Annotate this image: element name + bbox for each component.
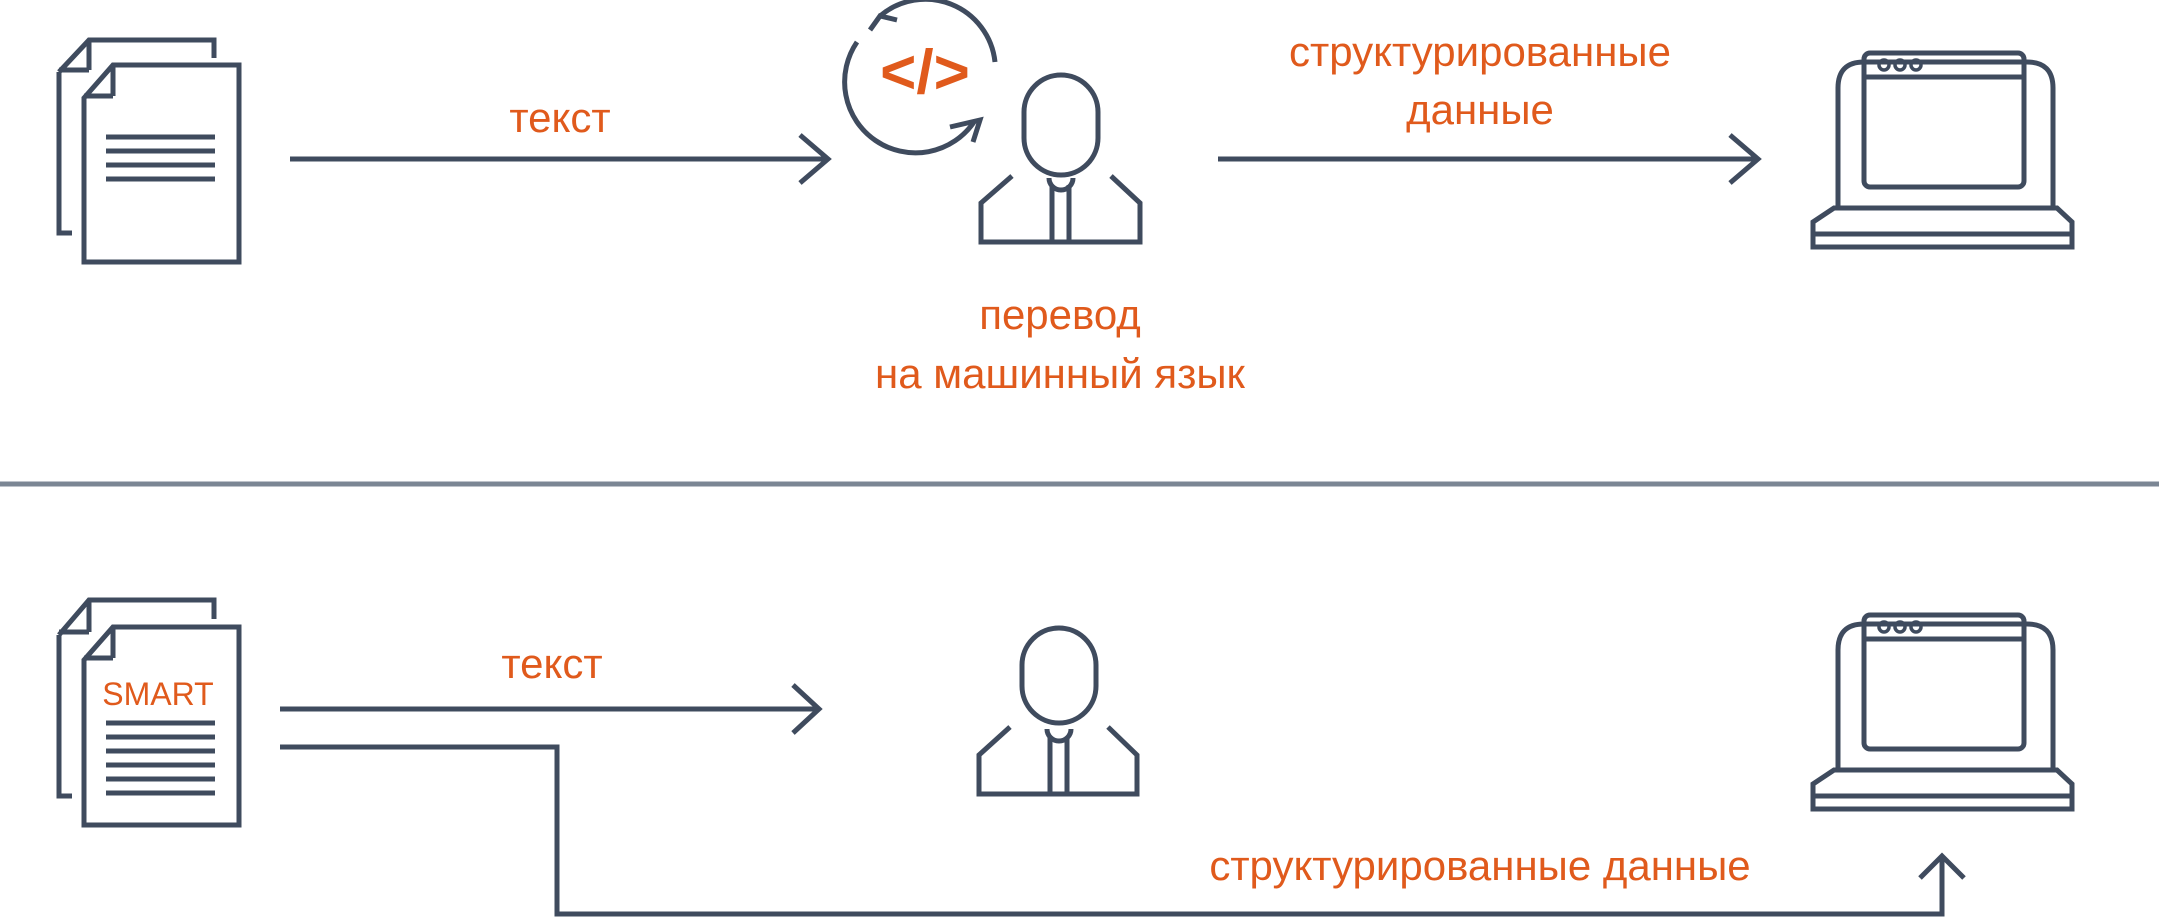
documents-icon <box>56 37 242 265</box>
code-refresh-icon <box>842 0 998 156</box>
arrow-text-top <box>290 133 832 185</box>
label-structured-bottom: структурированные данные <box>1209 842 1751 889</box>
code-symbol: </> <box>880 38 970 107</box>
caption-translation-line1: перевод <box>979 291 1141 338</box>
smart-documents-icon <box>56 597 242 828</box>
person-icon <box>978 72 1143 245</box>
laptop-icon-bottom <box>1810 612 2075 812</box>
label-text-top: текст <box>509 94 611 141</box>
caption-translation-line2: на машинный язык <box>875 350 1245 397</box>
laptop-icon <box>1810 50 2075 250</box>
label-structured-top-line2: данные <box>1406 86 1554 133</box>
arrow-structured-data-bottom <box>280 744 1966 917</box>
label-structured-top-line1: структурированные <box>1289 28 1671 75</box>
person-icon-bottom <box>976 625 1140 797</box>
smart-badge: SMART <box>102 676 214 712</box>
arrow-structured-data-top <box>1218 133 1762 185</box>
arrow-text-bottom <box>280 683 823 735</box>
label-text-bottom: текст <box>501 640 603 687</box>
